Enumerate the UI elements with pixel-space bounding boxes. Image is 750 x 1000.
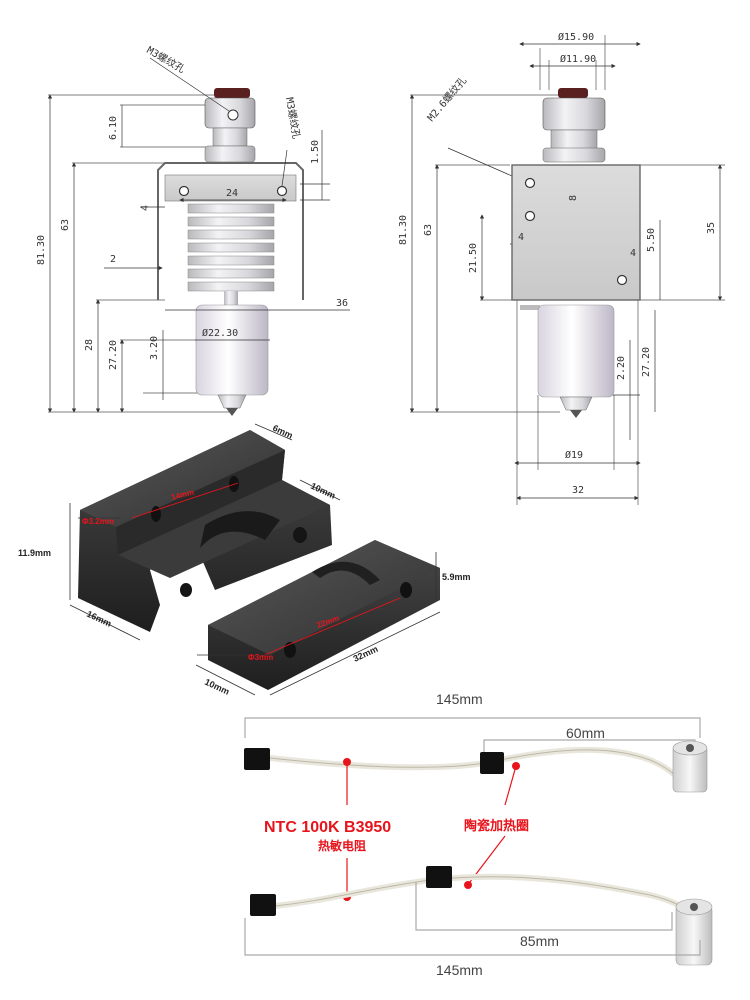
cable-top-length: 145mm: [436, 691, 483, 707]
dim-right-550: 5.50: [646, 228, 657, 252]
left-front-view: M3螺纹孔 M3螺纹孔 81.30 63 6.10 1.50 24 4 2 36…: [36, 43, 350, 416]
dim-left-28: 28: [84, 339, 95, 351]
dim-right-35: 35: [706, 222, 717, 234]
heater-label: 陶瓷加热圈: [464, 818, 529, 833]
block-lower: [208, 540, 440, 690]
label-m3-hole-top: M3螺纹孔: [145, 43, 188, 75]
dim-right-total: 81.30: [398, 215, 409, 245]
dim-left-2: 2: [110, 254, 116, 265]
dim-left-63: 63: [60, 219, 71, 231]
dim-10mm-bottom: 10mm: [203, 677, 231, 697]
dim-right-220: 2.20: [616, 356, 627, 380]
dim-left-610: 6.10: [108, 116, 119, 140]
dim-left-320: 3.20: [149, 336, 160, 360]
label-m3-hole-right: M3螺纹孔: [283, 96, 303, 140]
dim-right-1190: Ø11.90: [560, 53, 596, 65]
connector-top-left: [244, 748, 270, 770]
heater-block-bottom: [675, 898, 713, 966]
connector-bottom-left: [250, 894, 276, 916]
dim-left-2230: Ø22.30: [202, 327, 238, 339]
dim-59mm: 5.9mm: [442, 572, 471, 582]
left-hotend-drawing: [157, 88, 304, 416]
connector-top-mid: [480, 752, 504, 774]
cable-bottom-length: 145mm: [436, 962, 483, 978]
dim-right-8: 8: [568, 195, 579, 201]
right-hotend-drawing: [511, 88, 641, 418]
heater-block-top: [672, 740, 708, 793]
dim-right-1590: Ø15.90: [558, 31, 594, 43]
dim-right-2150: 21.50: [468, 243, 479, 273]
dim-left-36: 36: [336, 298, 348, 309]
cable-top-segment: 60mm: [566, 725, 605, 741]
block-upper: [78, 430, 332, 632]
dim-right-4b: 4: [630, 248, 636, 259]
dim-left-150: 1.50: [310, 140, 321, 164]
cable-bottom: [250, 866, 713, 966]
right-side-view: M2.6螺纹孔 Ø15.90 Ø11.90 81.30 63 35 8 4 21…: [398, 31, 725, 505]
dim-left-24: 24: [226, 188, 238, 199]
cable-bottom-segment: 85mm: [520, 933, 559, 949]
dim-3mm: Φ3mm: [248, 653, 273, 662]
dim-right-19: Ø19: [565, 449, 583, 461]
dim-left-2720: 27.20: [108, 340, 119, 370]
dim-left-4: 4: [140, 205, 151, 211]
dim-right-32: 32: [572, 485, 584, 496]
dim-32mm: 32mm: [352, 644, 380, 664]
dim-6mm: 6mm: [271, 423, 294, 441]
ntc-label: NTC 100K B3950: [264, 819, 391, 836]
ntc-sublabel: 热敏电阻: [318, 838, 366, 853]
connector-bottom-mid: [426, 866, 452, 888]
dim-right-63: 63: [423, 224, 434, 236]
cables-section: 145mm 60mm NTC 100K B3950 热敏电阻 陶瓷加热圈: [244, 691, 713, 978]
dim-right-4a: 4: [518, 232, 524, 243]
dim-119mm: 11.9mm: [18, 548, 51, 558]
dim-right-2720: 27.20: [641, 347, 652, 377]
dim-32mm-hole: Φ3.2mm: [82, 517, 114, 526]
mounting-blocks: 6mm 10mm 14mm Φ3.2mm 11.9mm 16mm 5.9mm 2…: [18, 423, 471, 697]
label-m26-hole: M2.6螺纹孔: [424, 74, 469, 124]
dim-left-total: 81.30: [36, 235, 47, 265]
cable-top: [244, 740, 708, 793]
